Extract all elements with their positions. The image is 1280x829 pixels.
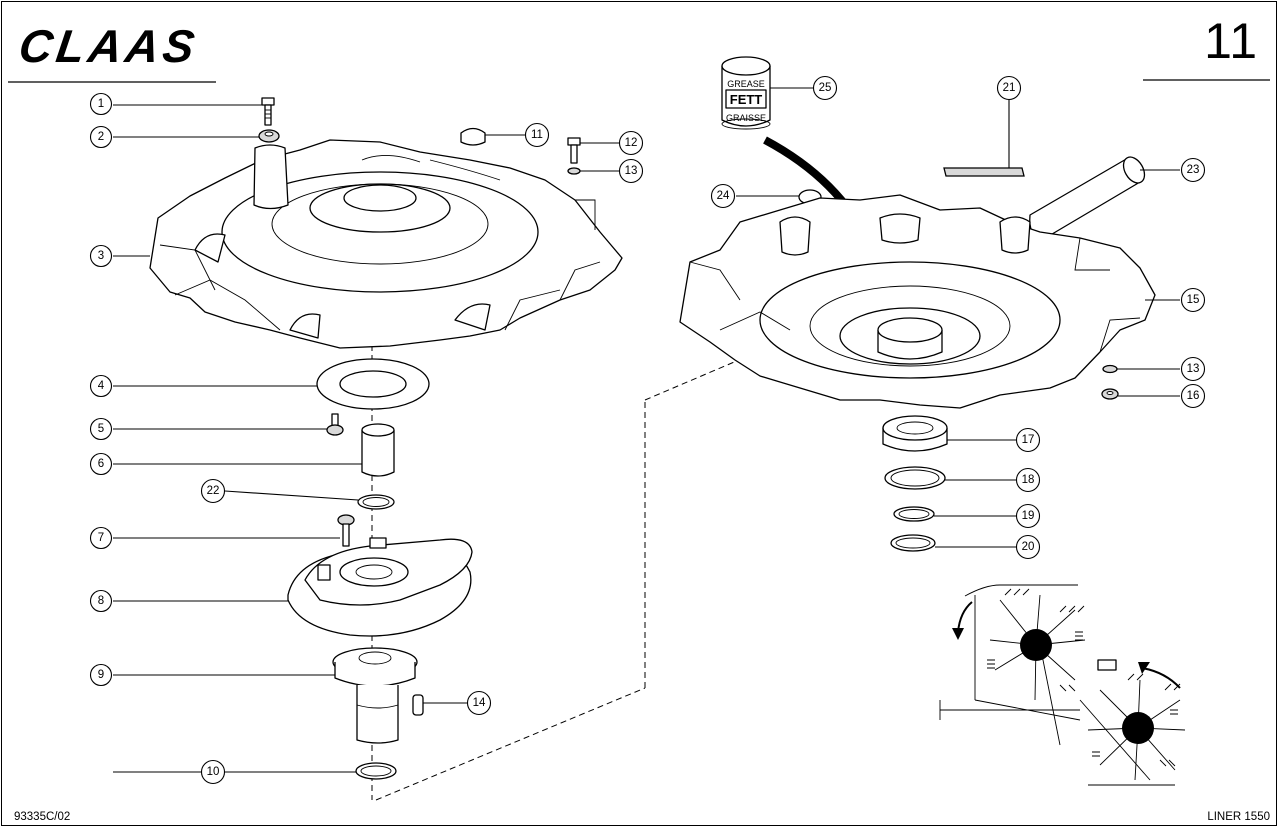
svg-text:21: 21 xyxy=(1003,82,1016,94)
cam-housing-part-8 xyxy=(287,537,473,637)
svg-text:11: 11 xyxy=(531,129,543,141)
page-number: 11 xyxy=(1204,13,1258,69)
svg-text:24: 24 xyxy=(717,190,730,202)
callout-25: 25 xyxy=(812,75,838,101)
svg-text:8: 8 xyxy=(98,595,104,607)
ring-part-10 xyxy=(355,762,397,780)
tine-carrier-left xyxy=(149,139,623,349)
callout-16: 16 xyxy=(1180,383,1206,409)
svg-text:FETT: FETT xyxy=(730,92,763,107)
callout-7: 7 xyxy=(89,526,113,550)
svg-text:4: 4 xyxy=(98,380,105,392)
svg-text:2: 2 xyxy=(98,131,104,143)
svg-text:GREASE: GREASE xyxy=(727,79,765,89)
callout-18: 18 xyxy=(1015,467,1041,493)
cap-part-11 xyxy=(460,127,486,146)
svg-text:13: 13 xyxy=(1187,363,1200,375)
bushing-part-6 xyxy=(361,423,395,477)
svg-text:16: 16 xyxy=(1187,390,1200,402)
callout-21: 21 xyxy=(996,75,1022,101)
callout-12: 12 xyxy=(618,130,644,156)
svg-text:GRAISSE: GRAISSE xyxy=(726,113,766,123)
svg-text:14: 14 xyxy=(473,697,486,709)
callout-13-right: 13 xyxy=(1180,356,1206,382)
gasket-part-4 xyxy=(316,358,430,410)
grease-can-part-25: GREASE FETT GRAISSE xyxy=(721,56,771,130)
leader-lines xyxy=(113,87,1180,773)
svg-text:1: 1 xyxy=(98,98,104,110)
ring-part-19 xyxy=(893,506,935,522)
tine-carrier-right xyxy=(679,194,1156,409)
callout-13-left: 13 xyxy=(618,158,644,184)
svg-text:22: 22 xyxy=(207,485,220,497)
nut-part-16 xyxy=(1101,388,1119,400)
claas-logo: CLAAS xyxy=(8,20,216,83)
svg-text:13: 13 xyxy=(625,165,638,177)
callout-15: 15 xyxy=(1180,287,1206,313)
hub-part-9 xyxy=(332,647,418,744)
connection-line-bottom xyxy=(375,687,646,801)
svg-text:3: 3 xyxy=(98,250,104,262)
svg-text:18: 18 xyxy=(1022,474,1035,486)
callout-14: 14 xyxy=(466,690,492,716)
circlip-part-20 xyxy=(890,534,936,552)
svg-text:6: 6 xyxy=(98,458,104,470)
strip-part-21 xyxy=(943,167,1025,177)
svg-text:10: 10 xyxy=(207,766,220,778)
svg-text:5: 5 xyxy=(98,423,104,435)
svg-text:9: 9 xyxy=(98,669,104,681)
document-code: 93335C/02 xyxy=(14,811,71,823)
bolt-part-1 xyxy=(261,97,275,126)
callout-2: 2 xyxy=(89,125,113,149)
svg-text:20: 20 xyxy=(1022,541,1035,553)
machine-overview-sketch xyxy=(939,584,1186,786)
svg-text:25: 25 xyxy=(819,82,832,94)
washer-part-13-left xyxy=(567,167,581,175)
svg-text:17: 17 xyxy=(1022,434,1035,446)
callout-19: 19 xyxy=(1015,503,1041,529)
washer-part-13-right xyxy=(1102,364,1118,374)
svg-text:7: 7 xyxy=(98,532,104,544)
bearing-part-17 xyxy=(882,415,948,452)
svg-text:15: 15 xyxy=(1187,294,1200,306)
svg-text:CLAAS: CLAAS xyxy=(16,20,202,72)
callout-6: 6 xyxy=(89,452,113,476)
key-part-14 xyxy=(412,694,424,716)
callout-8: 8 xyxy=(89,589,113,613)
callout-20: 20 xyxy=(1015,534,1041,560)
callout-17: 17 xyxy=(1015,427,1041,453)
nut-part-2 xyxy=(258,129,280,143)
callout-4: 4 xyxy=(89,374,113,398)
callout-22: 22 xyxy=(200,478,226,504)
callout-11: 11 xyxy=(524,122,550,148)
bolt-part-7 xyxy=(337,514,355,547)
callout-5: 5 xyxy=(89,417,113,441)
callout-3: 3 xyxy=(89,244,113,268)
ring-part-22 xyxy=(357,494,395,510)
svg-text:19: 19 xyxy=(1022,510,1035,522)
circlip-part-18 xyxy=(884,466,946,490)
svg-text:12: 12 xyxy=(625,137,638,149)
machine-model: LINER 1550 xyxy=(1207,811,1270,823)
bolt-part-12 xyxy=(567,137,581,164)
callout-9: 9 xyxy=(89,663,113,687)
callout-10: 10 xyxy=(200,759,226,785)
callout-1: 1 xyxy=(89,92,113,116)
callout-24: 24 xyxy=(710,183,736,209)
svg-text:23: 23 xyxy=(1187,164,1200,176)
bolt-part-5 xyxy=(326,413,344,436)
callout-23: 23 xyxy=(1180,157,1206,183)
tube-part-23 xyxy=(1029,156,1146,241)
